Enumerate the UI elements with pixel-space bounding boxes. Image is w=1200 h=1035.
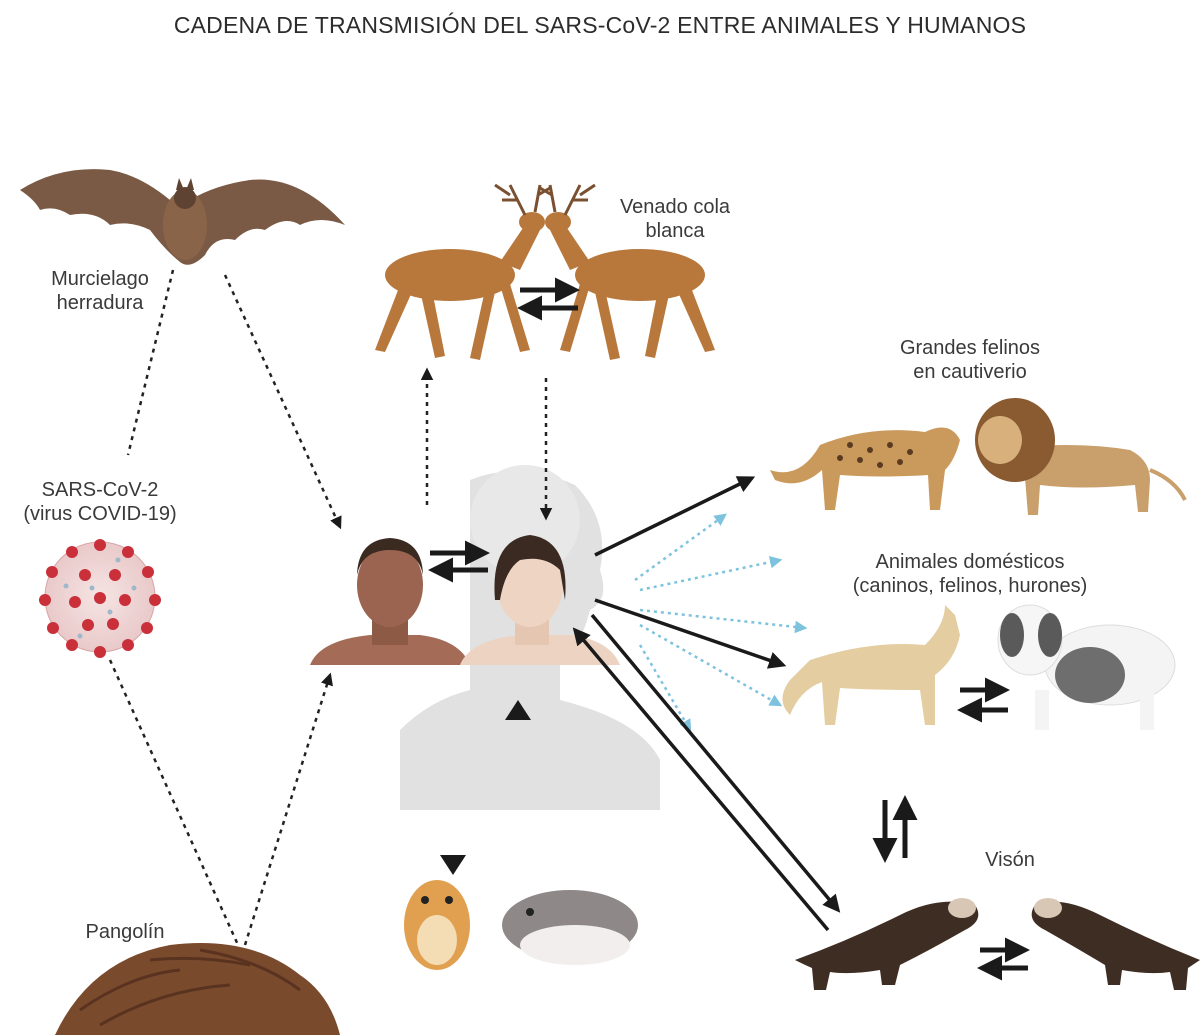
- solid-arrows: [575, 478, 838, 930]
- bat-to-humans-arrow: [225, 275, 340, 527]
- pangolin-to-humans-arrow: [245, 675, 330, 945]
- bat-label: Murcielago herradura: [20, 267, 180, 315]
- mink-label: Visón: [955, 848, 1065, 872]
- mink-illustration-right: [1032, 898, 1200, 990]
- lion-illustration: [975, 398, 1185, 515]
- virus-pangolin-dotted-line: [110, 660, 238, 945]
- deer-illustration-left: [375, 185, 550, 360]
- humans-to-felines-arrow: [595, 478, 752, 555]
- pangolin-label: Pangolín: [60, 920, 190, 944]
- man-illustration: [310, 538, 470, 665]
- aerosol-arrow-1: [635, 515, 725, 580]
- cat-illustration: [783, 605, 961, 725]
- virus-label: SARS-CoV-2 (virus COVID-19): [5, 478, 195, 526]
- felines-label: Grandes felinos en cautiverio: [855, 336, 1085, 384]
- pangolin-illustration: [55, 943, 340, 1035]
- hamster-illustration-orange: [404, 880, 470, 970]
- ocelot-illustration: [770, 428, 960, 511]
- virus-illustration: [39, 539, 161, 658]
- deer-label: Venado cola blanca: [595, 195, 755, 243]
- dog-illustration: [998, 605, 1175, 730]
- bat-illustration: [20, 169, 345, 265]
- domestic-animals-label: Animales domésticos (caninos, felinos, h…: [820, 550, 1120, 598]
- humans-to-domestic-arrow: [595, 600, 783, 665]
- aerosol-arrow-2: [640, 560, 780, 590]
- hamster-illustration-grey: [502, 890, 638, 965]
- mink-illustration-left: [795, 898, 978, 990]
- aerosol-arrow-4: [640, 625, 780, 705]
